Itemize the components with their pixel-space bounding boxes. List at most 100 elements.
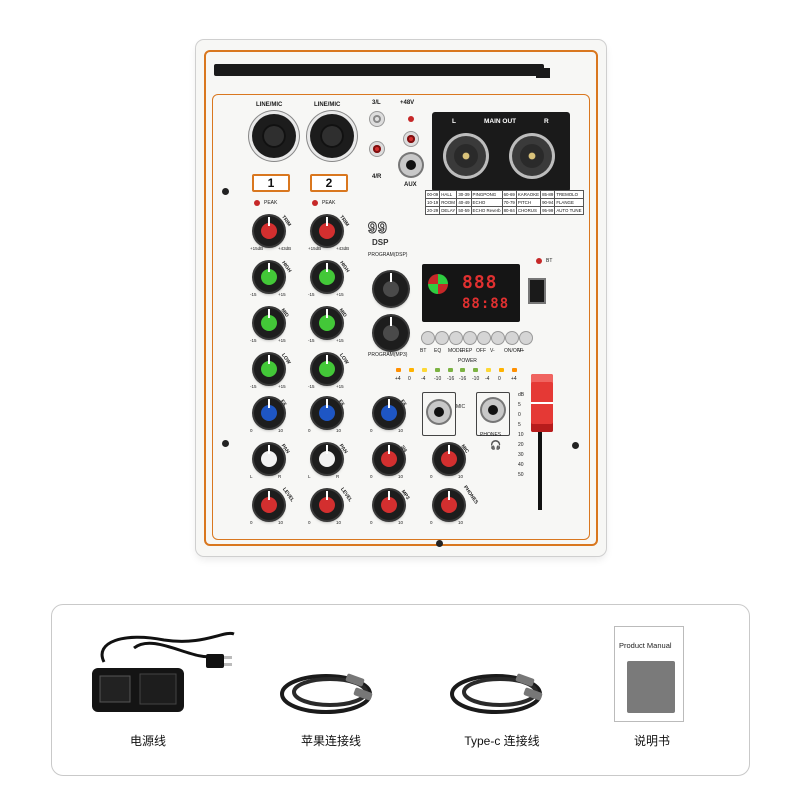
effects-cell: 70-79 (501, 198, 517, 207)
ch2-level-knob[interactable] (312, 490, 342, 520)
ch1-level-knob-scale-max: 10 (278, 520, 284, 525)
master-fader-track (538, 420, 542, 510)
ch1-mid-knob[interactable] (254, 308, 284, 338)
meter-scale-label: +4 (511, 376, 517, 382)
fader-scale-label: 40 (518, 462, 524, 468)
ch1-pan-knob-scale-max: R (278, 474, 282, 479)
ch1-level-knob[interactable] (254, 490, 284, 520)
screw (222, 188, 229, 195)
power-label: POWER (458, 358, 477, 364)
main-out-right-xlr[interactable] (512, 136, 552, 176)
aux-jack[interactable] (400, 154, 422, 176)
ch2-number: 2 (310, 174, 348, 192)
program-mp3-knob[interactable] (374, 316, 408, 350)
mp3-level-knob-scale-max: 10 (398, 520, 404, 525)
ch1-pan-knob[interactable] (254, 444, 284, 474)
ch2-trim-knob-scale-max: +43dB (336, 246, 350, 251)
rca-right-jack[interactable] (370, 142, 384, 156)
mp3-level-knob[interactable] (374, 490, 404, 520)
ch2-fx-knob-scale-max: 10 (336, 428, 342, 433)
carry-handle (214, 64, 544, 76)
ch34-level-knob[interactable] (374, 444, 404, 474)
main-out-title: MAIN OUT (484, 118, 517, 125)
phones-jack[interactable] (482, 399, 504, 421)
transport-button[interactable] (450, 332, 462, 344)
ch2-trim-knob-scale-min: +15dB (308, 246, 322, 251)
effects-cell: DELAY (439, 206, 458, 215)
ch1-level-knob-scale-min: 0 (250, 520, 253, 525)
main-out-r: R (544, 118, 549, 125)
ch2-trim-knob[interactable] (312, 216, 342, 246)
transport-button[interactable] (422, 332, 434, 344)
master-fader[interactable] (531, 374, 553, 432)
rca-left-jack[interactable] (370, 112, 384, 126)
meter-scale-label: -4 (485, 376, 490, 382)
ch34-fx-knob[interactable] (374, 398, 404, 428)
manual-title: Product Manual (619, 641, 672, 650)
ch2-high-knob-scale-max: +15 (336, 292, 344, 297)
mic-level-knob-scale-min: 0 (430, 474, 433, 479)
transport-button[interactable] (520, 332, 532, 344)
transport-button[interactable] (492, 332, 504, 344)
ch1-number: 1 (252, 174, 290, 192)
meter-led (422, 368, 427, 372)
ch2-high-knob[interactable] (312, 262, 342, 292)
ch1-pan-knob-scale-min: L (250, 474, 253, 479)
fader-scale-label: 20 (518, 442, 524, 448)
transport-button-label: BT (420, 348, 427, 354)
transport-button-label: V- (490, 348, 495, 354)
ch2-peak-label: PEAK (322, 200, 336, 206)
mic-jack-label: MIC (456, 404, 466, 410)
phones-level-knob[interactable] (434, 490, 464, 520)
transport-button[interactable] (464, 332, 476, 344)
ch2-mid-knob-scale-min: -15 (308, 338, 315, 343)
ch2-level-knob-scale-min: 0 (308, 520, 311, 525)
meter-scale-label: -16 (459, 376, 467, 382)
ch2-combo-jack[interactable] (310, 114, 354, 158)
meter-scale-label: -10 (434, 376, 442, 382)
phones-level-knob-scale-max: 10 (458, 520, 464, 525)
transport-button[interactable] (506, 332, 518, 344)
main-out-left-xlr[interactable] (446, 136, 486, 176)
program-dsp-knob[interactable] (374, 272, 408, 306)
ch1-low-knob-scale-max: +15 (278, 384, 286, 389)
ch2-input-label: LINE/MIC (314, 102, 341, 108)
accessory-label-power: 电源线 (129, 734, 167, 748)
usb-port[interactable] (528, 278, 546, 304)
ch2-fx-knob[interactable] (312, 398, 342, 428)
effects-cell: ECHO (470, 198, 503, 207)
transport-button[interactable] (478, 332, 490, 344)
rca-bottom-label: 4/R (372, 174, 382, 180)
ch1-high-knob-scale-min: -15 (250, 292, 257, 297)
ch1-low-knob[interactable] (254, 354, 284, 384)
fader-scale-label: 5 (518, 402, 521, 408)
handle-end (536, 68, 550, 78)
phantom-switch[interactable] (404, 132, 418, 146)
ch2-level-knob-scale-max: 10 (336, 520, 342, 525)
ch1-trim-knob-scale-min: +15dB (250, 246, 264, 251)
screw (572, 442, 579, 449)
effects-cell: AUTO TUNE (554, 206, 584, 215)
ch2-low-knob[interactable] (312, 354, 342, 384)
mic-jack[interactable] (428, 401, 450, 423)
fader-scale-label: 50 (518, 472, 524, 478)
ch1-fx-knob[interactable] (254, 398, 284, 428)
effects-cell: KARAOKE (515, 190, 542, 199)
ch1-trim-knob[interactable] (254, 216, 284, 246)
program-mp3-label: PROGRAM(MP3) (368, 352, 408, 358)
ch34-level-knob-scale-min: 0 (370, 474, 373, 479)
ch1-fx-knob-scale-max: 10 (278, 428, 284, 433)
ch1-high-knob[interactable] (254, 262, 284, 292)
fader-scale-label: 5 (518, 422, 521, 428)
ch2-low-knob-scale-min: -15 (308, 384, 315, 389)
accessory-label-lightning: 苹果连接线 (300, 734, 362, 748)
ch2-pan-knob[interactable] (312, 444, 342, 474)
ch2-mid-knob[interactable] (312, 308, 342, 338)
transport-button[interactable] (436, 332, 448, 344)
mic-level-knob[interactable] (434, 444, 464, 474)
lightning-cable-image (280, 673, 373, 714)
meter-led (396, 368, 401, 372)
effects-cell: 85-89 (540, 190, 556, 199)
ch1-combo-jack[interactable] (252, 114, 296, 158)
spectrum-icon (428, 274, 448, 294)
